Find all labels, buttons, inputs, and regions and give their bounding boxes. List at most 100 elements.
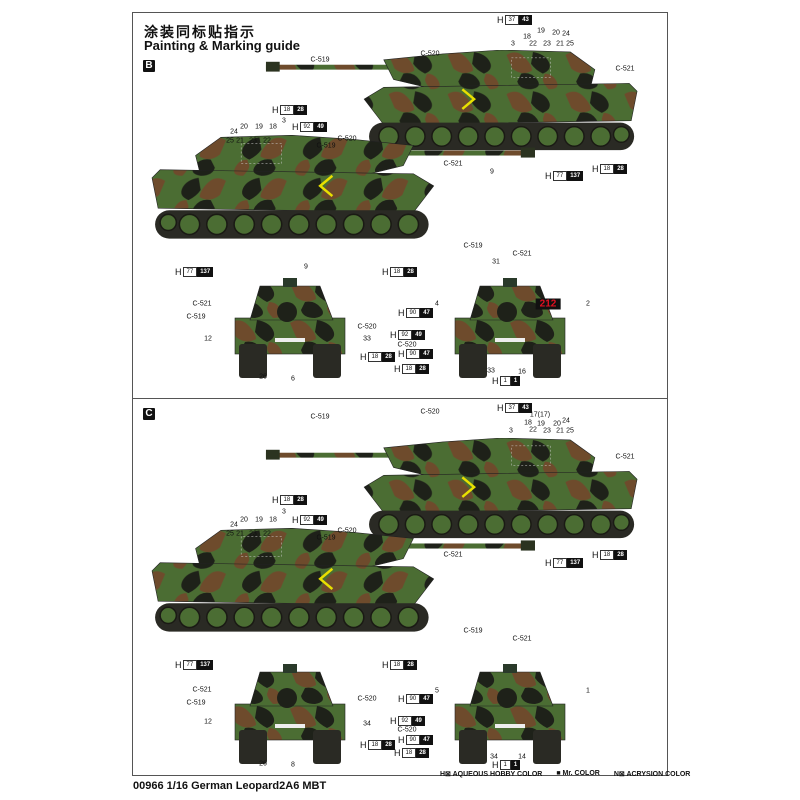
callout-label: 19 [537, 420, 545, 428]
mr-color-number: 28 [382, 352, 395, 362]
callout-label: 25 [566, 40, 574, 48]
callout-label: 2 [586, 300, 590, 308]
hobby-color-prefix: H [545, 558, 552, 568]
callout-label: 18 [523, 33, 531, 41]
hobby-color-prefix: H [492, 376, 499, 386]
callout-label: C-520 [397, 341, 417, 349]
mr-color-number: 47 [420, 308, 433, 318]
callout-label: 19 [537, 27, 545, 35]
hobby-color-number: 1 [499, 376, 511, 386]
callout-label: 31 [492, 258, 500, 266]
callout-label: C-519 [310, 413, 330, 421]
callout-label: C-519 [316, 534, 336, 542]
tank-front-view-b [225, 278, 355, 378]
section-badge-b: B [143, 60, 155, 72]
hobby-color-number: 77 [182, 267, 198, 277]
mr-color-number: 43 [519, 403, 532, 413]
callout-label: 16 [518, 368, 526, 376]
mr-color-number: 49 [412, 716, 425, 726]
callout-label: 5 [435, 687, 439, 695]
callout-label: 25 [566, 427, 574, 435]
callout-label: 24 [562, 30, 570, 38]
mr-color-number: 137 [567, 171, 584, 181]
callout-label: 20 [240, 123, 248, 131]
callout-label: 26 [259, 373, 267, 381]
mr-color-number: 1 [510, 760, 521, 770]
callout-label: 22 [529, 426, 537, 434]
hobby-color-prefix: H [497, 15, 504, 25]
mr-color-number: 28 [294, 495, 307, 505]
callout-label: 18 [524, 419, 532, 427]
callout-label: 4 [435, 300, 439, 308]
callout-label: 18 [269, 123, 277, 131]
callout-label: 22 [529, 40, 537, 48]
callout-label: 25 [226, 137, 234, 145]
title-chinese: 涂装同标贴指示 [144, 24, 256, 40]
callout-label: 25 [226, 530, 234, 538]
mr-color-number: 28 [614, 164, 627, 174]
callout-label: 3 [282, 508, 286, 516]
callout-label: C-521 [192, 686, 212, 694]
tank-side-view-c2 [150, 528, 535, 640]
mr-color-number: 28 [404, 660, 417, 670]
mr-color-number: 137 [197, 660, 214, 670]
mr-color-number: 47 [420, 349, 433, 359]
callout-label: C-519 [463, 627, 483, 635]
hobby-color-number: 18 [367, 352, 383, 362]
hobby-color-prefix: H [592, 550, 599, 560]
callout-label: 9 [304, 263, 308, 271]
mr-color-number: 137 [197, 267, 214, 277]
callout-label: C-520 [420, 50, 440, 58]
hobby-color-prefix: H [382, 660, 389, 670]
tank-front-view-c [225, 664, 355, 764]
callout-label: C-519 [186, 699, 206, 707]
callout-label: 21 [236, 137, 244, 145]
callout-label: 23 [543, 40, 551, 48]
callout-label: 20 [552, 29, 560, 37]
mr-color-number: 28 [614, 550, 627, 560]
hobby-color-number: 18 [367, 740, 383, 750]
callout-label: 34 [490, 753, 498, 761]
callout-label: C-521 [615, 65, 635, 73]
mr-color-number: 28 [416, 748, 429, 758]
hobby-color-number: 18 [279, 105, 295, 115]
callout-label: 24 [230, 128, 238, 136]
callout-label: 23 [543, 427, 551, 435]
callout-label: 1 [586, 687, 590, 695]
product-footer: 00966 1/16 German Leopard2A6 MBT [133, 780, 327, 792]
hobby-color-prefix: H [272, 105, 279, 115]
callout-label: 23 [249, 137, 257, 145]
callout-label: 22 [263, 530, 271, 538]
mr-color-number: 28 [404, 267, 417, 277]
hobby-color-number: 92 [299, 122, 315, 132]
hobby-color-prefix: H [592, 164, 599, 174]
callout-label: C-519 [316, 142, 336, 150]
hobby-color-number: 37 [504, 403, 520, 413]
callout-label: 20 [240, 516, 248, 524]
hobby-color-prefix: H [175, 267, 182, 277]
callout-label: C-521 [443, 160, 463, 168]
callout-label: 19 [255, 516, 263, 524]
hobby-color-number: 18 [401, 364, 417, 374]
callout-label: 24 [562, 417, 570, 425]
callout-label: C-520 [357, 695, 377, 703]
hobby-color-number: 90 [405, 308, 421, 318]
hobby-color-prefix: H [398, 735, 405, 745]
callout-label: C-521 [192, 300, 212, 308]
hobby-color-prefix: H [398, 349, 405, 359]
mr-color-number: 28 [294, 105, 307, 115]
